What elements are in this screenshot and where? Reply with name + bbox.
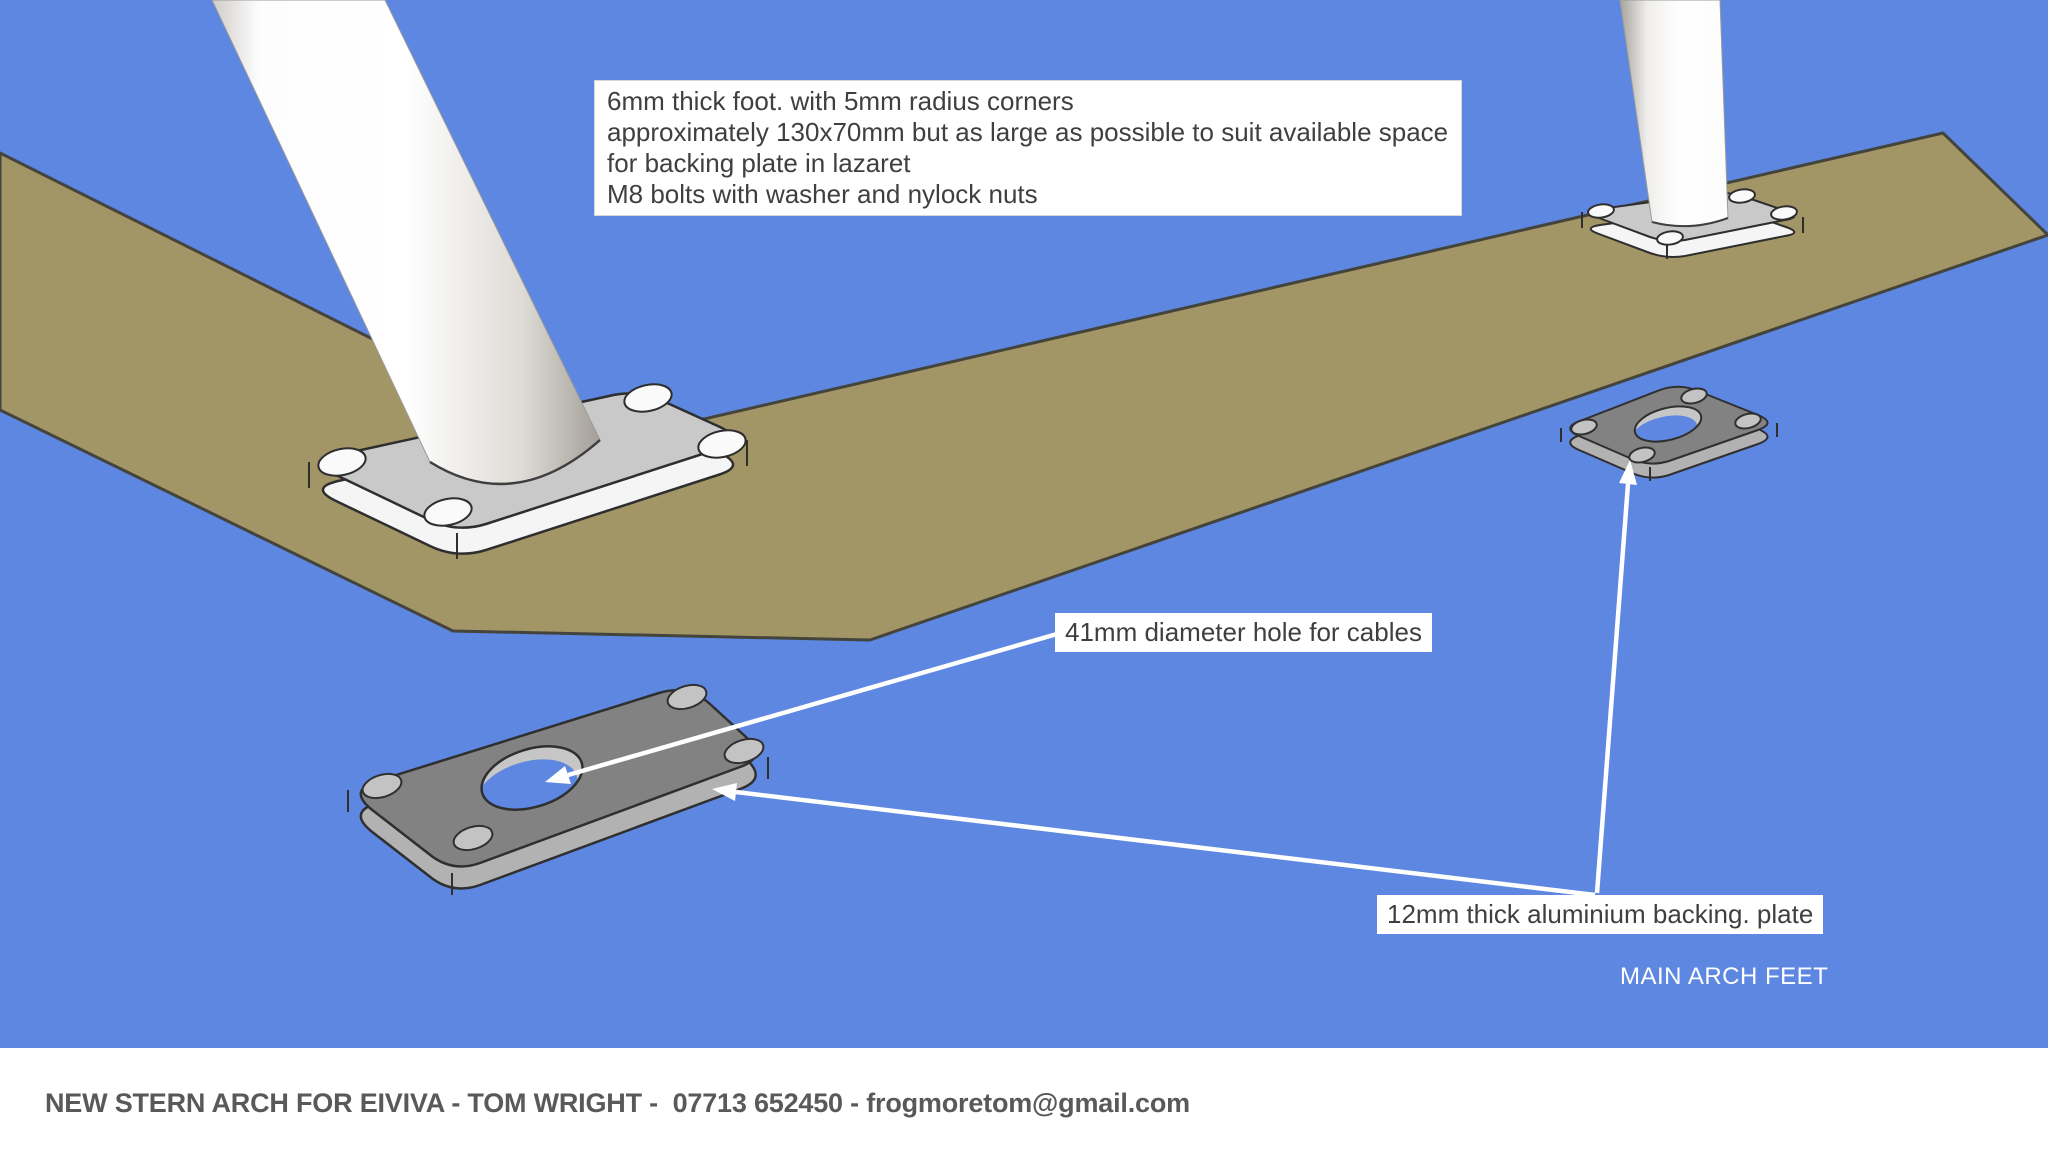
backing-plate-callout: 12mm thick aluminium backing. plate	[1377, 895, 1824, 934]
leader-line-backing-left	[735, 789, 1596, 898]
bolt-hole	[423, 497, 473, 527]
spec-line: for backing plate in lazaret	[607, 148, 911, 178]
spec-line: M8 bolts with washer and nylock nuts	[607, 179, 1038, 209]
bolt-hole	[1656, 230, 1684, 246]
left-backing-plate	[347, 683, 769, 895]
bolt-hole	[1628, 446, 1656, 464]
spec-line: 6mm thick foot. with 5mm radius corners	[607, 86, 1074, 116]
bolt-hole	[1570, 418, 1598, 436]
scene-caption: MAIN ARCH FEET	[1620, 963, 1829, 990]
title-block-text: NEW STERN ARCH FOR EIVIVA - TOM WRIGHT -…	[45, 1088, 1190, 1118]
bolt-hole	[1734, 412, 1762, 430]
arrowhead-backing-right	[1619, 460, 1637, 485]
right-backing-plate	[1560, 385, 1778, 481]
title-block-bar: NEW STERN ARCH FOR EIVIVA - TOM WRIGHT -…	[0, 1048, 2048, 1152]
bolt-hole	[1680, 387, 1708, 405]
bolt-hole	[317, 447, 367, 477]
arrowhead-cable-hole	[545, 766, 571, 784]
bolt-hole	[361, 772, 403, 800]
cable-hole-rim	[480, 745, 584, 811]
bolt-hole	[666, 683, 708, 711]
arrowhead-backing-left	[712, 783, 737, 801]
cable-hole-rim	[1633, 405, 1703, 443]
leader-lines	[545, 460, 1637, 898]
bolt-hole	[1770, 205, 1798, 221]
bolt-hole	[452, 824, 494, 852]
bolt-hole	[723, 737, 765, 765]
spec-line: approximately 130x70mm but as large as p…	[607, 117, 1449, 147]
bolt-hole	[697, 429, 747, 459]
leader-line-cable-hole	[567, 631, 1058, 778]
right-tube-base-edge	[1651, 217, 1729, 228]
leader-line-backing-right	[1594, 483, 1631, 894]
cable-hole-callout: 41mm diameter hole for cables	[1055, 613, 1432, 652]
left-tube-base-edge	[429, 439, 601, 486]
bolt-hole	[1728, 188, 1756, 204]
spec-note: 6mm thick foot. with 5mm radius corners …	[594, 80, 1462, 216]
right-foot	[1581, 188, 1804, 259]
bolt-hole	[1587, 203, 1615, 219]
bolt-hole	[623, 383, 673, 413]
